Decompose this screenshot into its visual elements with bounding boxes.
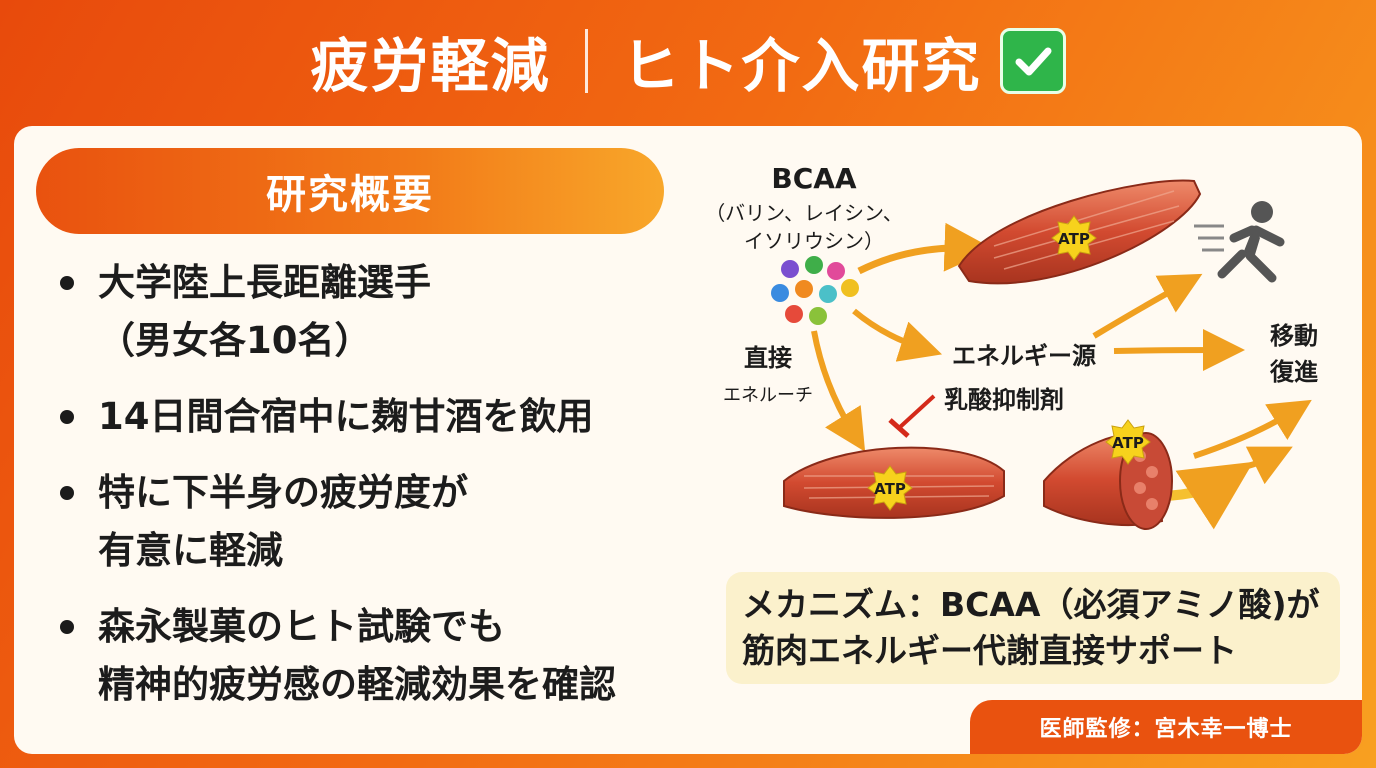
- bullet-line: 大学陸上長距離選手: [98, 261, 431, 304]
- arrow-bcaa-to-energy: [852, 308, 943, 362]
- mechanism-line-1: メカニズム：BCAA（必須アミノ酸)が: [742, 585, 1320, 624]
- direct-label-1: 直接: [744, 344, 792, 372]
- atp-label-bottom-right: ATP: [1112, 434, 1144, 452]
- check-box-icon: [999, 28, 1066, 94]
- summary-heading: 研究概要: [36, 148, 664, 234]
- atp-label-bottom-left: ATP: [874, 480, 906, 498]
- summary-list: 大学陸上長距離選手 （男女各10名） 14日間合宿中に麹甘酒を飲用 特に下半身の…: [52, 254, 702, 732]
- direct-label-2: エネルーチ: [723, 385, 813, 406]
- arrow-muscle-to-runner: [1092, 273, 1203, 339]
- bullet-dot: [60, 486, 74, 500]
- list-item: 大学陸上長距離選手 （男女各10名）: [52, 254, 702, 370]
- lactic-label: 乳酸抑制剤: [944, 386, 1064, 414]
- arrow-fiber-1: [1193, 399, 1312, 459]
- energy-source-label: エネルギー源: [952, 342, 1096, 370]
- arrow-bcaa-to-muscle: [857, 222, 994, 275]
- molecule-cluster-icon: [771, 256, 859, 325]
- bcaa-desc-2: イソリウシン）: [744, 229, 884, 253]
- title-right: ヒト介入研究: [621, 32, 982, 100]
- move-label-1: 移動: [1270, 322, 1318, 350]
- bcaa-desc-1: （バリン、レイシン、: [705, 201, 903, 225]
- bullet-dot: [60, 620, 74, 634]
- bullet-line: 森永製菓のヒト試験でも: [98, 605, 505, 648]
- arrow-fiber-2: [1193, 446, 1293, 485]
- bullet-line: 特に下半身の疲労度が: [98, 471, 468, 514]
- title-left: 疲労軽減: [310, 32, 551, 100]
- atp-label-top: ATP: [1058, 230, 1090, 248]
- inhibit-icon: [888, 394, 936, 438]
- supervision-badge: 医師監修：宮木幸一博士: [970, 700, 1362, 754]
- list-item: 14日間合宿中に麹甘酒を飲用: [52, 388, 702, 446]
- list-item: 特に下半身の疲労度が 有意に軽減: [52, 464, 702, 580]
- bullet-line: （男女各10名）: [98, 319, 372, 362]
- move-label-2: 復進: [1269, 358, 1318, 386]
- muscle-icon: [957, 179, 1202, 285]
- page-header: 疲労軽減 ヒト介入研究: [0, 0, 1376, 122]
- title-divider: [584, 29, 588, 93]
- bullet-dot: [60, 276, 74, 290]
- mechanism-box: メカニズム：BCAA（必須アミノ酸)が 筋肉エネルギー代謝直接サポート: [726, 572, 1340, 684]
- bullet-line: 有意に軽減: [98, 529, 283, 572]
- bcaa-title: BCAA: [771, 162, 857, 195]
- arrow-bcaa-to-lower-muscle: [811, 330, 866, 452]
- muscle-icon: [783, 446, 1005, 519]
- arrow-fiber-3: [1163, 461, 1254, 530]
- bullet-dot: [60, 410, 74, 424]
- bullet-line: 精神的疲労感の軽減効果を確認: [98, 663, 616, 706]
- runner-icon: [1194, 201, 1285, 283]
- arrow-energy-to-move: [1113, 329, 1245, 372]
- content-panel: 研究概要 大学陸上長距離選手 （男女各10名） 14日間合宿中に麹甘酒を飲用 特…: [14, 126, 1362, 754]
- mechanism-diagram: BCAA （バリン、レイシン、 イソリウシン）: [705, 162, 1318, 530]
- mechanism-line-2: 筋肉エネルギー代謝直接サポート: [742, 631, 1237, 670]
- bullet-line: 14日間合宿中に麹甘酒を飲用: [98, 395, 594, 438]
- list-item: 森永製菓のヒト試験でも 精神的疲労感の軽減効果を確認: [52, 598, 702, 714]
- muscle-icon: [1043, 419, 1173, 530]
